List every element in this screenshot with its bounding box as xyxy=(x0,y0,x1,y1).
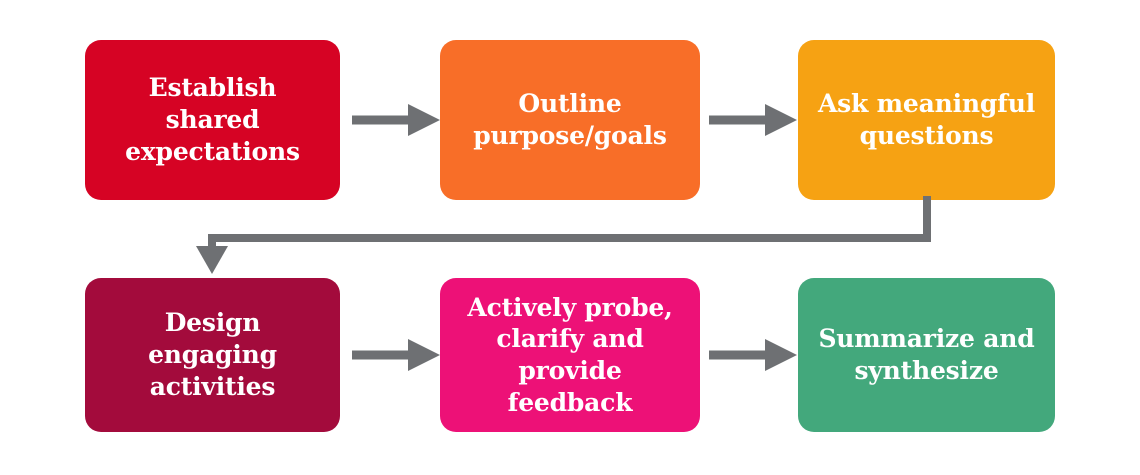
flow-node-label: Summarize and synthesize xyxy=(818,324,1035,385)
elbow-arrow-icon xyxy=(196,196,931,274)
arrow-design-to-probe-icon xyxy=(352,338,440,372)
flow-node-ask-meaningful-questions[interactable]: Ask meaningful questions xyxy=(798,40,1055,200)
flow-node-actively-probe-clarify-feedback[interactable]: Actively probe, clarify and provide feed… xyxy=(440,278,700,432)
flow-node-label: Ask meaningful questions xyxy=(817,89,1035,150)
flow-node-label: Establish shared expectations xyxy=(125,73,300,166)
flow-node-design-engaging-activities[interactable]: Design engaging activities xyxy=(85,278,340,432)
flow-node-label: Outline purpose/goals xyxy=(473,89,667,150)
flow-node-label: Design engaging activities xyxy=(148,308,277,401)
flow-node-label: Actively probe, clarify and provide feed… xyxy=(467,292,673,417)
arrow-establish-to-outline-icon xyxy=(352,103,440,137)
arrow-right-icon xyxy=(352,339,440,371)
flow-node-establish-shared-expectations[interactable]: Establish shared expectations xyxy=(85,40,340,200)
arrow-outline-to-ask-icon xyxy=(709,103,797,137)
arrow-right-icon xyxy=(352,104,440,136)
arrow-probe-to-summarize-icon xyxy=(709,338,797,372)
arrow-right-icon xyxy=(709,339,797,371)
arrow-ask-to-design-elbow-icon xyxy=(190,196,950,278)
arrow-right-icon xyxy=(709,104,797,136)
flow-node-summarize-and-synthesize[interactable]: Summarize and synthesize xyxy=(798,278,1055,432)
flow-node-outline-purpose-goals[interactable]: Outline purpose/goals xyxy=(440,40,700,200)
